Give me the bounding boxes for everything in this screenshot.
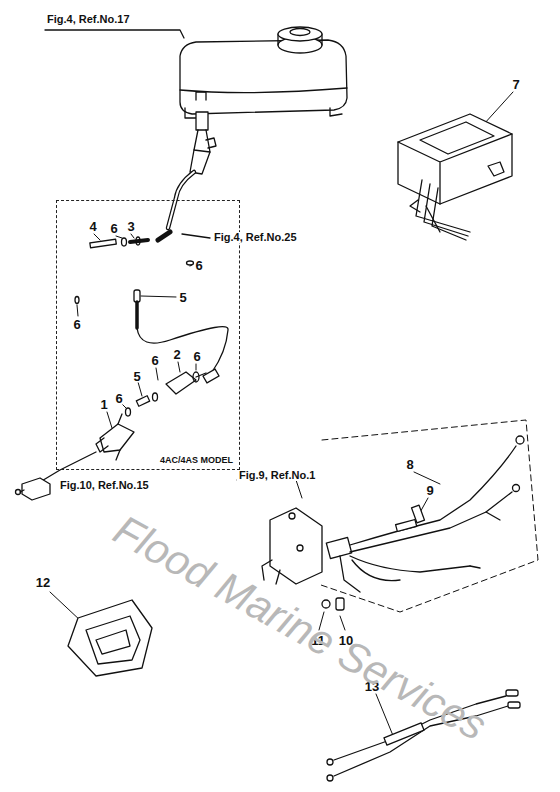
callout-number: 7 [511,78,520,91]
callout-number: 8 [405,458,414,471]
callout-number: 1 [99,398,108,411]
figure-reference: Fig.10, Ref.No.15 [58,480,151,491]
fuel-line-parts [40,237,228,482]
callout-number: 2 [172,348,181,361]
fuel-cock [190,112,216,174]
callout-number: 6 [109,222,118,235]
switch-housing [68,600,152,676]
callout-number: 5 [178,291,187,304]
callout-number: 6 [150,354,159,367]
hose-joint [158,232,170,240]
callout-number: 4 [88,220,97,233]
cdi-unit [398,114,512,240]
callout-number: 12 [35,576,51,589]
fuel-tank [180,27,347,118]
callout-number: 6 [72,318,81,331]
fuel-pump-bracket [16,478,51,500]
figure-reference: Fig.9, Ref.No.1 [237,470,317,481]
model-note: 4AC/4AS MODEL [158,455,235,465]
mounting-bracket [262,508,322,584]
figure-reference: Fig.4, Ref.No.17 [45,14,132,25]
callout-number: 5 [132,370,141,383]
figure-reference: Fig.4, Ref.No.25 [212,232,299,243]
reference-leader [182,234,210,238]
callout-number: 3 [126,220,135,233]
reference-leader [45,30,184,38]
callout-number: 6 [192,350,201,363]
callout-number: 6 [114,392,123,405]
wire-harness [318,420,538,612]
callout-number: 9 [425,484,434,497]
callout-number: 6 [194,259,203,272]
